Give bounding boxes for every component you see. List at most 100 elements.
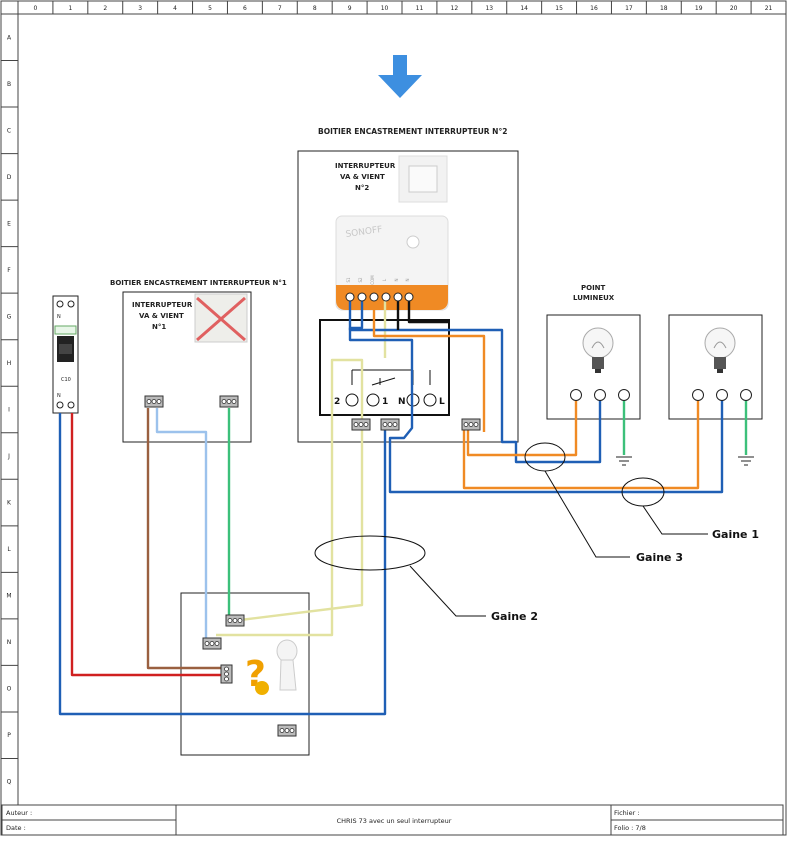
- light-label-line2: LUMINEUX: [573, 294, 615, 302]
- column-label: 2: [103, 5, 107, 12]
- light-point-1: [546, 314, 641, 420]
- svg-text:1: 1: [382, 397, 388, 407]
- column-label: 15: [555, 5, 563, 12]
- box1-title: BOITIER ENCASTREMENT INTERRUPTEUR N°1: [110, 279, 287, 287]
- gaine-2-ellipse: [314, 535, 426, 571]
- gaine-2-label: Gaine 2: [491, 610, 538, 623]
- footer-date: Date :: [6, 824, 26, 832]
- column-label: 19: [695, 5, 703, 12]
- wire-brown: [146, 408, 227, 670]
- wago-connector: [277, 724, 297, 737]
- switch2-label-line3: N°2: [355, 184, 369, 192]
- wire-red-breaker: [70, 413, 228, 677]
- box1-enclosure: [122, 291, 252, 443]
- row-label: O: [7, 686, 12, 693]
- wire-orange-2: [466, 396, 578, 457]
- wire-blue-module-1: [348, 300, 602, 464]
- crossed-out-switch-1: [194, 293, 248, 343]
- earth-symbol-2: [738, 456, 754, 466]
- wire-blue-breaker: [58, 413, 387, 716]
- module-pin-label: S1: [346, 277, 351, 283]
- down-arrow-icon: [378, 55, 422, 98]
- terminal-2: 2: [334, 393, 359, 407]
- switch1-label-line2: VA & VIENT: [139, 312, 184, 320]
- wire-black-module-2: [407, 300, 449, 324]
- wago-connector: [351, 418, 371, 431]
- module-pin-terminals: [345, 292, 414, 302]
- module-pin-label: L: [382, 278, 387, 281]
- footer-auteur: Auteur :: [6, 809, 32, 817]
- row-label: B: [7, 81, 11, 88]
- column-label: 20: [730, 5, 738, 12]
- module-pin-label: N: [405, 279, 410, 282]
- light-point-2: [668, 314, 763, 420]
- row-label: K: [7, 500, 12, 507]
- column-label: 14: [520, 5, 528, 12]
- light-label-line1: POINT: [581, 284, 606, 292]
- wago-connector: [220, 664, 233, 684]
- row-label: N: [7, 639, 12, 646]
- wago-connector: [144, 395, 164, 408]
- wire-orange-1: [372, 300, 486, 432]
- box2-title: BOITIER ENCASTREMENT INTERRUPTEUR N°2: [318, 127, 507, 136]
- circuit-breaker: N C10 N: [52, 295, 79, 414]
- column-label: 6: [243, 5, 247, 12]
- column-label: 3: [138, 5, 142, 12]
- wago-connector: [219, 395, 239, 408]
- column-label: 18: [660, 5, 668, 12]
- column-label: 16: [590, 5, 598, 12]
- gaine-1-label: Gaine 1: [712, 528, 759, 541]
- row-label: C: [7, 127, 11, 134]
- switch1-label-line1: INTERRUPTEUR: [132, 301, 193, 309]
- svg-text:C10: C10: [61, 377, 71, 383]
- row-label: G: [7, 313, 12, 320]
- row-label: L: [7, 546, 11, 553]
- wire-light-blue: [155, 408, 208, 640]
- column-label: 13: [485, 5, 493, 12]
- column-label: 12: [451, 5, 459, 12]
- bulb-icon-1: [582, 327, 614, 373]
- row-label: J: [7, 453, 10, 460]
- switch2-label-line1: INTERRUPTEUR: [335, 162, 396, 170]
- row-label: I: [8, 407, 10, 414]
- light-terminals: [570, 389, 752, 401]
- module-pin-label: N: [394, 279, 399, 282]
- footer-folio: Folio : 7/8: [614, 824, 646, 832]
- wire-orange-3: [462, 396, 700, 490]
- row-label: P: [7, 732, 11, 739]
- column-label: 17: [625, 5, 633, 12]
- wire-blue-module-2: [348, 300, 724, 494]
- column-label: 8: [313, 5, 317, 12]
- wago-connector: [380, 418, 400, 431]
- module-pin-label: S2: [358, 277, 363, 283]
- svg-text:2: 2: [334, 397, 340, 407]
- terminal-1: 1: [366, 393, 388, 407]
- svg-text:N: N: [57, 314, 61, 320]
- bulb-icon-2: [704, 327, 736, 373]
- row-label: Q: [7, 779, 12, 786]
- column-label: 0: [34, 5, 38, 12]
- gaine-3-label: Gaine 3: [636, 551, 683, 564]
- column-label: 21: [765, 5, 773, 12]
- svg-text:N: N: [398, 397, 406, 407]
- row-label: F: [7, 267, 11, 274]
- question-mark-character-icon: ?: [245, 639, 298, 695]
- row-label: E: [7, 220, 11, 227]
- column-label: 4: [173, 5, 177, 12]
- column-label: 10: [381, 5, 389, 12]
- module-pin-label: COM: [370, 275, 375, 285]
- column-label: 11: [416, 5, 424, 12]
- switch1-label-line3: N°1: [152, 323, 166, 331]
- svg-text:N: N: [57, 393, 61, 399]
- row-label: A: [7, 34, 12, 41]
- footer-title: CHRIS 73 avec un seul interrupteur: [337, 817, 452, 825]
- switch2-label-line2: VA & VIENT: [340, 173, 385, 181]
- wago-connector: [461, 418, 481, 431]
- wall-switch-2: [398, 155, 448, 203]
- earth-symbol-1: [616, 456, 632, 466]
- column-label: 5: [208, 5, 212, 12]
- wago-connector: [225, 614, 245, 627]
